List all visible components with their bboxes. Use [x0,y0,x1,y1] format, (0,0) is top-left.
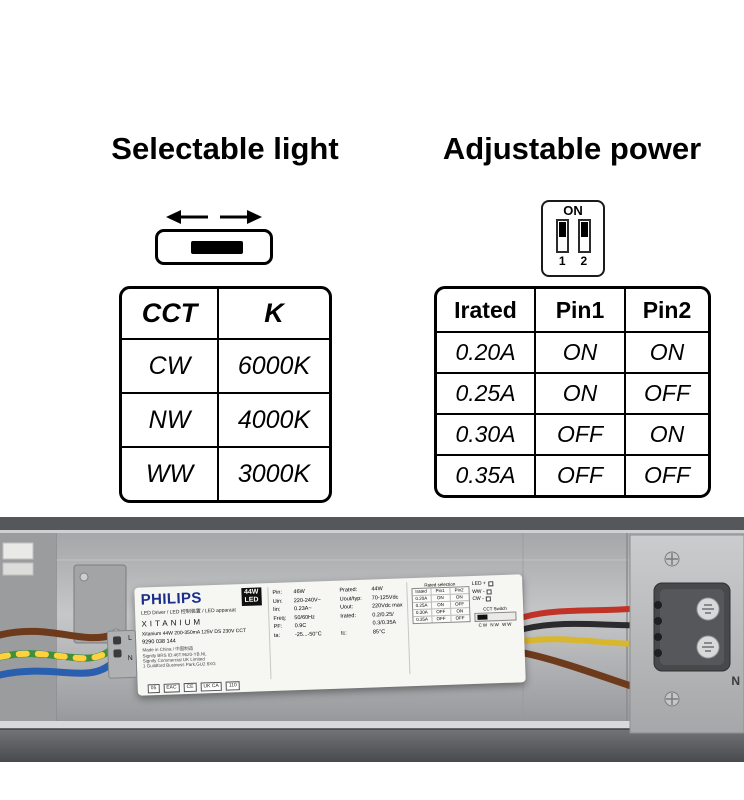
table-row: NW 4000K [122,392,329,446]
certification-marks: 05 EAC CE UK CA 110 [147,681,240,694]
pin1-025: ON [534,374,624,413]
live-terminal-label: L [127,634,133,643]
dip-pin1-handle [558,222,566,237]
neutral-wire [0,659,116,679]
pin2-025: OFF [624,374,708,413]
pin1-035: OFF [534,456,624,495]
left-sticker-small [2,562,34,576]
neutral-marking: N [731,674,740,688]
eac-mark: EAC [163,683,180,693]
left-sticker [2,542,34,560]
pin1-header: Pin1 [534,289,624,331]
double-arrow-icon [164,206,264,233]
cct-slider-icon [155,229,273,265]
neutral-terminal-label: N [127,654,133,663]
ce-mark: CE [183,682,197,693]
pin2-035: OFF [624,456,708,495]
live-wire [0,627,116,642]
dip-pin2-number: 2 [580,254,588,268]
irated-025: 0.25A [455,380,516,406]
irated-035: 0.35A [455,462,516,488]
dip-pin2-handle [580,222,588,237]
table-row: CW 6000K [122,338,329,392]
dip-pin1-number: 1 [558,254,566,268]
terminal-square-icon [487,581,494,587]
wire-entry-hole [113,649,122,658]
slider-knob [191,241,243,254]
led-driver-label: L N PHILIPS 44W LED LED Driver / LED 控制装… [106,574,526,696]
wattage-badge-bottom: LED [244,596,259,605]
dip-on-label: ON [563,203,583,218]
pin2-header: Pin2 [624,289,708,331]
dip-switch-icon: ON 1 2 [541,200,605,277]
left-end-panel [0,533,56,721]
cct-switch-slider [474,610,517,622]
xitanium-series: XITANIUM [141,617,204,629]
table-row: WW 3000K [122,446,329,500]
cct-switch-options: CW NW WW [478,621,513,628]
cct-header: CCT [141,298,198,328]
cw-terminal: CW - [472,595,484,603]
earth-wire-stripe [0,646,115,662]
wire-entry-hole [654,633,662,641]
cct-switch: CCT Switch CW NW WW [473,605,518,628]
wire-entry-hole [654,649,662,657]
wattage-badge: 44W LED [240,587,262,607]
pin2-030: ON [624,415,708,454]
irated-header: Irated [454,296,517,323]
dip-pin2-switch [577,219,591,253]
irated-020: 0.20A [455,339,516,365]
cert-05-mark: 05 [147,683,160,694]
cct-nw: NW [148,405,191,434]
wire-entry-hole [654,617,662,625]
pin2-020: ON [624,333,708,372]
pin1-030: OFF [534,415,624,454]
adjustable-power-title: Adjustable power [442,131,702,166]
k-header: K [217,289,329,338]
table-row: 0.20A ON ON [437,331,708,372]
terminal-square-icon [485,596,491,602]
power-table: Irated Pin1 Pin2 0.20A ON ON 0.25A ON OF… [434,286,711,498]
cct-cw: CW [148,351,191,380]
wire-entry-hole [112,636,122,645]
cct-switch-knob [477,614,488,620]
driver-input-terminal: L N [106,629,138,679]
screw-icon [79,572,89,582]
table-row: 0.30A OFF ON [437,413,708,454]
ukca-mark: UK CA [200,681,222,692]
cct-table: CCT K CW 6000K NW 4000K WW 3000K [119,286,332,503]
luminaire-photo: N L N PHILIPS 44W LED LED Driver / LED 控… [0,517,744,762]
wire-entry-hole [654,601,662,609]
driver-brand-section: PHILIPS 44W LED LED Driver / LED 控制装置 / … [140,587,266,683]
cable-clamp [73,564,127,644]
cct-cw-k: 6000K [217,340,329,392]
selectable-light-title: Selectable light [111,131,339,166]
pin1-020: ON [534,333,624,372]
table-row: 0.35A OFF OFF [437,454,708,495]
table-row: 0.25A ON OFF [437,372,708,413]
irated-030: 0.30A [455,421,516,447]
cct-ww: WW [145,459,194,488]
cct-nw-k: 4000K [217,394,329,446]
cert-110-mark: 110 [225,681,240,691]
cct-ww-k: 3000K [217,448,329,500]
terminal-square-icon [486,589,492,595]
dip-pin1-switch [555,219,569,253]
